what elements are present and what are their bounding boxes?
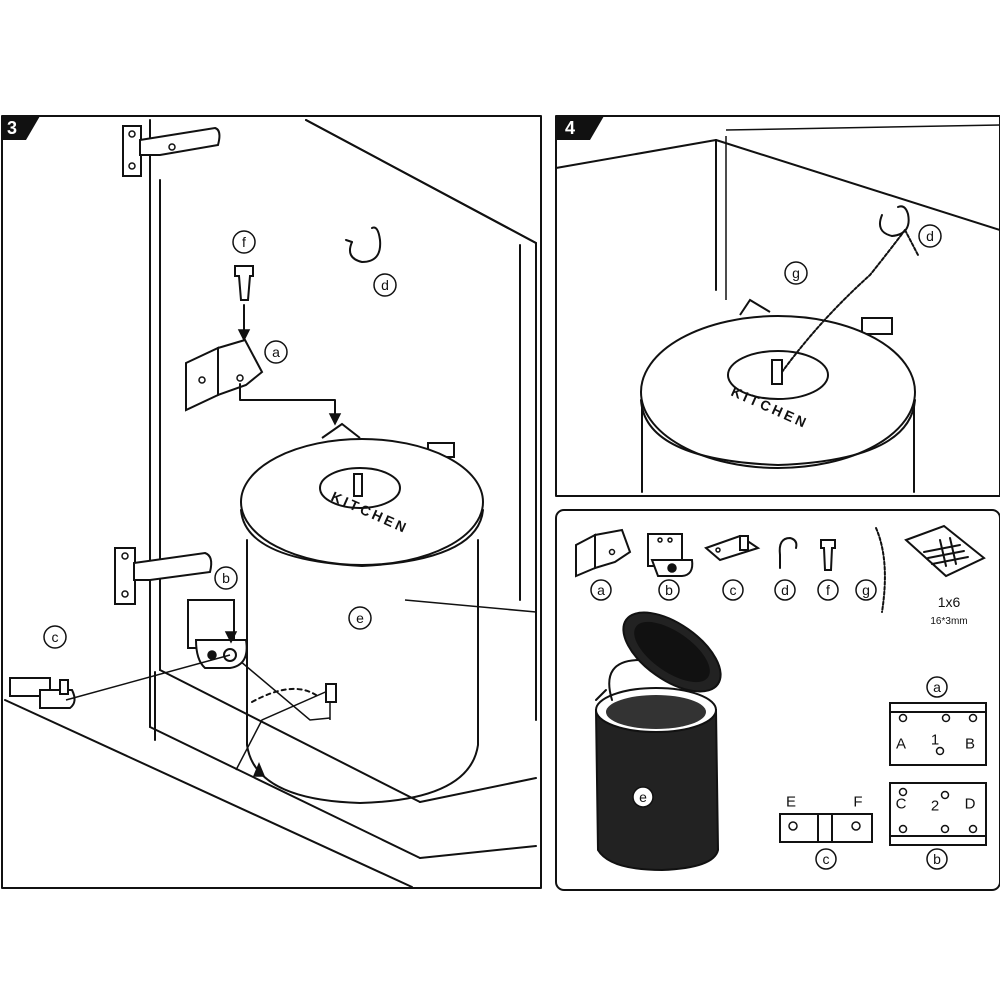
panel-3-frame: [1, 115, 542, 889]
svg-text:g: g: [792, 265, 800, 281]
pin-f-3: [234, 265, 254, 342]
callout-f-parts: f: [817, 579, 839, 601]
svg-text:b: b: [222, 570, 230, 586]
step-4-badge: [556, 116, 604, 140]
hook-d-3: [345, 226, 382, 263]
parts-frame: [555, 509, 1000, 891]
hinge-c-3: [9, 654, 231, 709]
panel-4-frame: [555, 115, 1000, 497]
part-a-bracket: [575, 528, 632, 578]
hinge-a-label-left: A: [896, 736, 906, 753]
svg-text:c: c: [823, 851, 830, 867]
hinge-a-label-center: 1: [931, 732, 939, 749]
svg-text:b: b: [665, 582, 673, 598]
svg-text:f: f: [826, 582, 830, 598]
step-4-number: 4: [565, 118, 575, 138]
callout-g-parts: g: [855, 579, 877, 601]
callout-b-3: b: [214, 566, 238, 590]
callout-c-detail: c: [815, 848, 837, 870]
callout-e-3: e: [348, 606, 372, 630]
callout-a-detail: a: [926, 676, 948, 698]
svg-text:f: f: [242, 234, 246, 250]
bin-e-3: [226, 422, 484, 804]
svg-text:d: d: [926, 228, 934, 244]
bin-lid-4: [640, 229, 919, 493]
hook-d-4: [879, 205, 910, 237]
hinge-b-detail: C 2 D: [889, 782, 987, 846]
hardware-quantity: 1x6: [938, 594, 961, 610]
part-d-hook: [778, 537, 798, 569]
cabinet-4: [555, 124, 1000, 300]
panel-parts: a b c d: [555, 509, 1000, 891]
svg-text:a: a: [933, 679, 941, 695]
hinge-a-label-right: B: [965, 736, 975, 753]
callout-a-3: a: [264, 340, 288, 364]
hinge-c-detail: E F: [779, 794, 873, 843]
part-c-hinge: [704, 534, 761, 562]
svg-text:c: c: [730, 582, 737, 598]
hinge-c-label-right: F: [853, 794, 862, 811]
door-hinge-top: [122, 125, 221, 177]
hinge-b-label-center: 2: [931, 798, 939, 815]
hinge-c-label-left: E: [786, 794, 796, 811]
callout-d-parts: d: [774, 579, 796, 601]
step-3-badge: [2, 116, 40, 140]
bracket-a-3: [185, 338, 342, 426]
callout-g-4: g: [784, 261, 808, 285]
svg-text:d: d: [781, 582, 789, 598]
svg-text:c: c: [52, 629, 59, 645]
panel-step-3: 3: [1, 115, 542, 889]
part-e-bin: [594, 611, 722, 872]
cabinet-3: [4, 119, 537, 888]
part-b-hinge: [647, 533, 694, 577]
callout-b-parts: b: [658, 579, 680, 601]
callout-d-3: d: [373, 273, 397, 297]
panel-step-4: 4 d g KITCHE: [555, 115, 1000, 497]
hinge-b-label-right: D: [965, 796, 976, 813]
callout-f-3: f: [232, 230, 256, 254]
door-hinge-bottom: [114, 547, 213, 605]
callout-b-detail: b: [926, 848, 948, 870]
svg-text:d: d: [381, 277, 389, 293]
svg-text:g: g: [862, 582, 870, 598]
svg-text:e: e: [639, 789, 647, 805]
svg-text:e: e: [356, 610, 364, 626]
callout-c-parts: c: [722, 579, 744, 601]
callout-d-4: d: [918, 224, 942, 248]
svg-text:b: b: [933, 851, 941, 867]
svg-text:a: a: [597, 582, 605, 598]
hinge-b-label-left: C: [896, 796, 907, 813]
callout-e-parts: e: [632, 786, 654, 808]
hardware-size: 16*3mm: [930, 616, 967, 627]
svg-text:a: a: [272, 344, 280, 360]
callout-c-3: c: [43, 625, 67, 649]
hinge-a-detail: A 1 B: [889, 702, 987, 766]
callout-a-parts: a: [590, 579, 612, 601]
screw-bag: [904, 524, 986, 578]
part-f-pin: [820, 539, 836, 571]
step-3-number: 3: [7, 118, 17, 138]
part-g-rope: [875, 527, 886, 613]
